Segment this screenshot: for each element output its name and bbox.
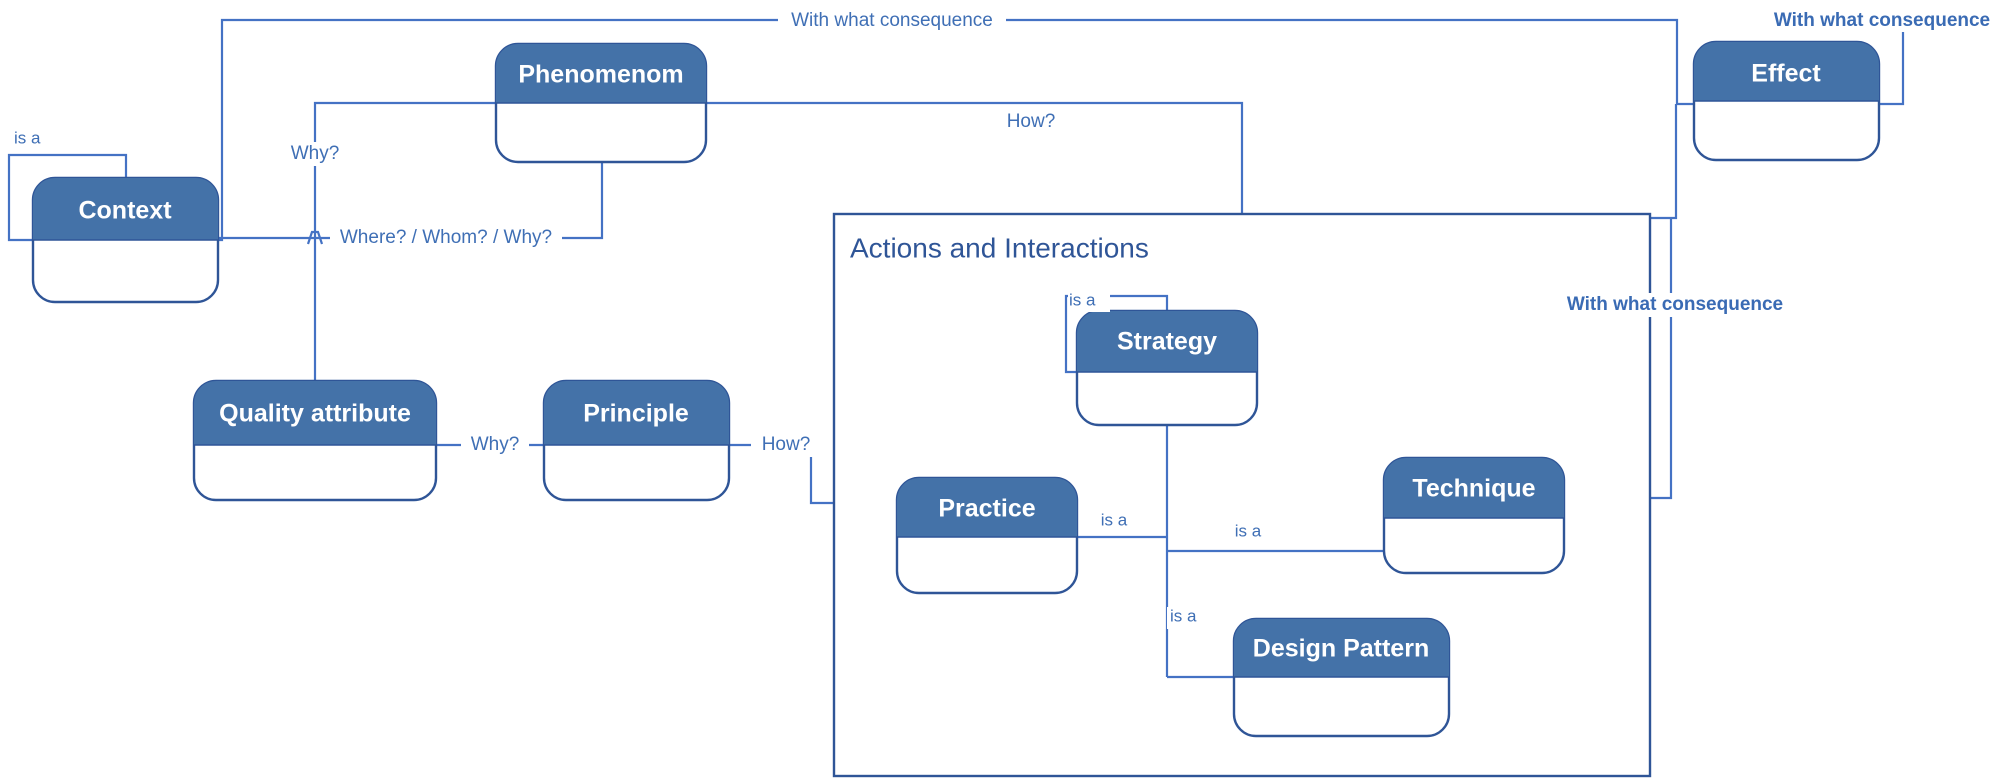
node-practice[interactable]: Practice: [895, 476, 1079, 595]
node-context[interactable]: Context: [31, 176, 220, 304]
label-bg-why-phenomenom: [281, 142, 349, 166]
edge-label-where-whom-why: Where? / Whom? / Why?: [340, 227, 552, 248]
edge-label-is-a-practice: is a: [1101, 510, 1128, 529]
node-quality-attribute[interactable]: Quality attribute: [192, 379, 438, 502]
node-phenomenom-header: [496, 44, 706, 103]
edge-label-consequence-mid: With what consequence: [1567, 294, 1783, 315]
label-bg-is-a-technique: [1227, 522, 1269, 544]
node-practice-header: [897, 478, 1077, 537]
connector-group-right-up: [1650, 218, 1673, 500]
node-strategy-label: Strategy: [1117, 328, 1217, 356]
node-technique-label: Technique: [1412, 475, 1535, 503]
connector-strategy-is-a: [1064, 294, 1169, 374]
label-bg-is-a-practice: [1093, 511, 1135, 533]
node-quality-attribute-label: Quality attribute: [219, 400, 411, 428]
node-phenomenom[interactable]: Phenomenom: [494, 42, 708, 164]
edge-label-is-a-context: is a: [14, 128, 41, 147]
edge-label-why-phenomenom: Why?: [291, 143, 340, 164]
connector-context-is-a: [7, 153, 128, 242]
group-border: [832, 212, 1652, 778]
group-actions-and-interactions[interactable]: Actions and Interactions: [832, 212, 1652, 778]
edge-label-layer: With what consequence With what conseque…: [14, 8, 1999, 629]
label-bg-why-quality: [461, 433, 529, 457]
node-design-pattern-header: [1234, 619, 1449, 677]
edge-label-how-principle: How?: [762, 434, 811, 455]
connector-group-consequence-effect: [1650, 104, 1678, 220]
node-strategy-header: [1077, 311, 1257, 372]
connector-consequence-top: [218, 18, 1679, 242]
node-practice-label: Practice: [938, 495, 1035, 523]
label-bg-is-a-designpattern: [1167, 607, 1209, 629]
node-phenomenom-label: Phenomenom: [518, 61, 683, 89]
label-bg-where-whom-why: [330, 227, 562, 250]
node-technique[interactable]: Technique: [1382, 456, 1566, 575]
node-technique-header: [1384, 458, 1564, 518]
node-principle-label: Principle: [583, 400, 689, 428]
connector-phenomenom-how-group: [706, 101, 1244, 214]
connector-layer: [7, 18, 1905, 679]
label-bg-how-principle: [751, 433, 821, 457]
edge-label-why-quality: Why?: [471, 434, 520, 455]
edge-label-is-a-strategy: is a: [1069, 290, 1096, 309]
node-quality-attribute-header: [194, 381, 436, 445]
edge-label-consequence-right: With what consequence: [1774, 10, 1990, 31]
connector-hop-marker: [306, 230, 324, 245]
label-bg-consequence-right: [1760, 8, 1999, 32]
edge-label-how-phenomenom: How?: [1007, 111, 1056, 132]
edge-label-is-a-designpattern: is a: [1170, 606, 1197, 625]
edge-label-consequence-top: With what consequence: [791, 10, 993, 31]
node-effect[interactable]: Effect: [1692, 40, 1881, 162]
connector-phenomenom-why-quality: [313, 101, 496, 381]
node-effect-header: [1694, 42, 1879, 101]
node-design-pattern[interactable]: Design Pattern: [1232, 617, 1451, 738]
node-context-header: [33, 178, 218, 240]
node-context-label: Context: [78, 197, 172, 225]
label-bg-is-a-strategy: [1068, 290, 1110, 312]
node-effect-label: Effect: [1751, 60, 1821, 88]
node-strategy[interactable]: Strategy: [1075, 309, 1259, 427]
label-bg-how-phenomenom: [995, 110, 1067, 134]
node-design-pattern-label: Design Pattern: [1253, 635, 1429, 663]
node-principle[interactable]: Principle: [542, 379, 731, 502]
group-title: Actions and Interactions: [850, 232, 1149, 263]
node-principle-header: [544, 381, 729, 445]
edge-label-is-a-technique: is a: [1235, 521, 1262, 540]
label-bg-consequence-mid: [1558, 293, 1792, 317]
label-bg-consequence-top: [778, 8, 1006, 32]
